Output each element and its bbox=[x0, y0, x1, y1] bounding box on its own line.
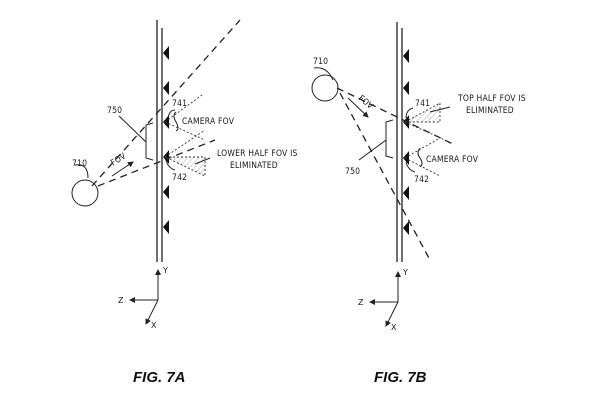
x-axis-label: X bbox=[391, 323, 397, 332]
x-axis-arrow bbox=[145, 299, 159, 325]
camera-marker bbox=[163, 46, 169, 60]
camera-marker bbox=[163, 81, 169, 95]
x-axis-arrow bbox=[385, 301, 399, 327]
camera-742-marker bbox=[403, 151, 409, 165]
z-axis-label: Z bbox=[358, 298, 364, 307]
y-axis-label: Y bbox=[162, 266, 168, 275]
camera-marker bbox=[163, 220, 169, 234]
camera-742-leader bbox=[405, 161, 416, 173]
camera-fov-angle-arc bbox=[417, 147, 423, 168]
sight-line-upper bbox=[91, 19, 241, 187]
camera-group-750-leader bbox=[118, 115, 147, 143]
viewer-710-circle bbox=[311, 74, 339, 102]
camera-742-fov-lower bbox=[404, 157, 441, 177]
viewer-710-circle bbox=[71, 179, 99, 207]
figure-7a-caption: FIG. 7A bbox=[133, 369, 186, 386]
camera-741-leader bbox=[167, 109, 176, 118]
figure-7a: 710 FOV 750 741 CAMERA FOV 742 LOWER HAL… bbox=[71, 19, 298, 386]
camera-marker bbox=[163, 185, 169, 199]
z-axis-label: Z bbox=[118, 296, 124, 305]
camera-marker-row bbox=[163, 46, 169, 234]
camera-fov-label: CAMERA FOV bbox=[182, 117, 235, 127]
camera-fov-label: CAMERA FOV bbox=[426, 155, 479, 165]
camera-group-750-bracket bbox=[145, 122, 154, 161]
camera-marker bbox=[403, 81, 409, 95]
x-axis-label: X bbox=[151, 321, 157, 330]
viewer-710-leader bbox=[313, 67, 334, 81]
eliminated-label-line2: ELIMINATED bbox=[466, 106, 514, 116]
camera-fov-angle-arc bbox=[173, 111, 179, 132]
sight-line-lower bbox=[339, 92, 431, 261]
camera-741-label: 741 bbox=[415, 99, 430, 109]
camera-742-label: 742 bbox=[172, 173, 187, 183]
camera-marker bbox=[403, 49, 409, 63]
axis-triad-7b: Y Z X bbox=[358, 268, 408, 332]
viewer-710-leader bbox=[74, 164, 89, 179]
camera-marker bbox=[403, 221, 409, 235]
camera-marker-row bbox=[403, 49, 409, 235]
fov-arrow-label: FOV bbox=[109, 151, 128, 168]
camera-741-fov-lower bbox=[404, 121, 446, 141]
camera-group-750-label: 750 bbox=[107, 106, 122, 116]
camera-group-750-bracket bbox=[385, 119, 394, 159]
eliminated-label-line2: ELIMINATED bbox=[230, 161, 278, 171]
eliminated-fov-outline bbox=[404, 102, 441, 123]
fov-arrow bbox=[347, 97, 369, 118]
camera-group-750-leader bbox=[358, 139, 387, 161]
eliminated-leader bbox=[429, 106, 451, 113]
camera-741-label: 741 bbox=[172, 99, 187, 109]
camera-marker bbox=[403, 186, 409, 200]
camera-742-leader bbox=[165, 159, 176, 171]
eliminated-label-line1: TOP HALF FOV IS bbox=[457, 94, 526, 104]
figure-7b: 710 FOV 750 741 TOP HALF FOV IS ELIMINAT… bbox=[311, 22, 526, 386]
camera-742-fov-upper bbox=[164, 129, 206, 158]
y-axis-label: Y bbox=[402, 268, 408, 277]
figure-7b-caption: FIG. 7B bbox=[374, 369, 427, 386]
camera-741-fov-lower bbox=[164, 121, 206, 141]
camera-group-750-label: 750 bbox=[345, 167, 360, 177]
axis-triad-7a: Y Z X bbox=[118, 266, 168, 330]
camera-741-leader bbox=[405, 107, 414, 119]
camera-742-label: 742 bbox=[414, 175, 429, 185]
eliminated-label-line1: LOWER HALF FOV IS bbox=[217, 149, 298, 159]
viewer-710-label: 710 bbox=[72, 159, 87, 169]
fov-arrow-label: FOV bbox=[356, 94, 375, 112]
eliminated-fov-outline bbox=[164, 156, 206, 177]
camera-742-fov-upper bbox=[404, 137, 441, 159]
fov-arrow bbox=[111, 161, 134, 177]
viewer-710-label: 710 bbox=[313, 57, 328, 67]
sight-line-lower bbox=[97, 139, 216, 187]
eliminated-leader bbox=[194, 157, 211, 165]
